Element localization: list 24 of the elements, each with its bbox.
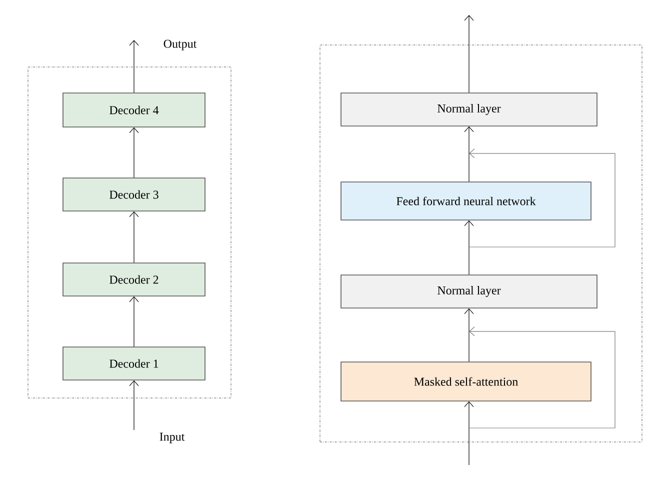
arrow (464, 126, 474, 182)
arrow (129, 211, 139, 263)
arrow (464, 401, 474, 466)
arrow (464, 308, 474, 362)
layer-box: Decoder 4 (62, 92, 206, 128)
skip-connection-arrow (468, 148, 616, 248)
arrow (129, 380, 139, 430)
layer-box: Decoder 1 (62, 346, 206, 380)
arrow (129, 40, 139, 93)
layer-box: Decoder 3 (62, 178, 206, 212)
layer-box: Normal layer (340, 274, 598, 308)
io-label: Input (160, 432, 185, 444)
layer-box: Decoder 2 (62, 262, 206, 296)
dashed-frame (28, 66, 232, 398)
io-label: Output (164, 40, 197, 50)
skip-connection-arrow (468, 326, 616, 428)
layer-box: Feed forward neural network (340, 182, 592, 220)
arrow (464, 220, 474, 275)
arrow (464, 15, 474, 93)
arrow (129, 296, 139, 347)
dashed-frame (320, 44, 642, 442)
layer-box: Masked self-attention (340, 362, 592, 402)
layer-box: Normal layer (340, 92, 598, 126)
arrow (129, 127, 139, 178)
